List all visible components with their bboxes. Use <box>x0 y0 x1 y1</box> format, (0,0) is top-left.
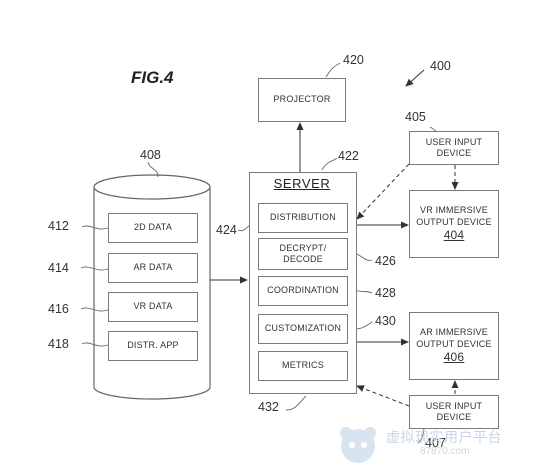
watermark-logo-icon <box>340 427 376 463</box>
server-module-ref-428: 428 <box>375 286 396 300</box>
ar-immersive-output-device: AR IMMERSIVE OUTPUT DEVICE 406 <box>409 312 499 380</box>
db-item-ref-418: 418 <box>48 337 69 351</box>
module-label-line: DECODE <box>283 254 323 264</box>
device-label-line: DEVICE <box>436 412 472 422</box>
module-label-line: DECRYPT/ <box>279 242 327 253</box>
figure-ref-number: 400 <box>430 59 451 73</box>
vr-immersive-output-device: VR IMMERSIVE OUTPUT DEVICE 404 <box>409 190 499 258</box>
server-module-metrics: METRICS <box>258 351 348 381</box>
db-item-distr-app: DISTR. APP <box>108 331 198 361</box>
db-item-2d-data: 2D DATA <box>108 213 198 243</box>
device-label-line: OUTPUT DEVICE <box>416 216 492 227</box>
server-module-ref-426: 426 <box>375 254 396 268</box>
device-label-line: DEVICE <box>436 148 472 158</box>
server-module-coordination: COORDINATION <box>258 276 348 306</box>
user-input-device-top: USER INPUT DEVICE <box>409 131 499 165</box>
projector-box: PROJECTOR <box>258 78 346 122</box>
device-label-line: OUTPUT DEVICE <box>416 338 492 349</box>
figure-title: FIG.4 <box>131 68 174 87</box>
db-item-vr-data: VR DATA <box>108 292 198 322</box>
user-input-bottom-ref: 407 <box>425 436 446 450</box>
ref-400-arrow <box>405 69 425 87</box>
device-label-line: AR IMMERSIVE <box>420 327 488 338</box>
server-title-text: SERVER <box>273 176 331 191</box>
ar-device-number: 406 <box>443 349 465 364</box>
input-bottom-to-server-arrow <box>356 385 410 407</box>
db-item-ref-412: 412 <box>48 219 69 233</box>
device-label-line: USER INPUT <box>425 136 483 147</box>
db-item-ar-data: AR DATA <box>108 253 198 283</box>
device-label-line: VR IMMERSIVE <box>420 205 488 216</box>
server-module-decrypt-decode: DECRYPT/ DECODE <box>258 238 348 270</box>
watermark-text: 虚拟现实用户平台 <box>386 429 502 445</box>
database-cylinder <box>93 174 211 400</box>
server-module-distribution: DISTRIBUTION <box>258 203 348 233</box>
user-input-top-ref: 405 <box>405 110 426 124</box>
server-module-customization: CUSTOMIZATION <box>258 314 348 344</box>
server-ref: 422 <box>338 149 359 163</box>
watermark-url: 87870.com <box>420 446 470 457</box>
server-title: SERVER <box>249 176 355 191</box>
server-module-ref-424: 424 <box>216 223 237 237</box>
vr-device-number: 404 <box>443 227 465 242</box>
input-top-to-server-arrow <box>356 163 410 220</box>
projector-ref: 420 <box>343 53 364 67</box>
db-item-ref-416: 416 <box>48 302 69 316</box>
server-bottom-ref: 432 <box>258 400 279 414</box>
user-input-device-bottom: USER INPUT DEVICE <box>409 395 499 429</box>
database-ref: 408 <box>140 148 161 162</box>
device-label-line: USER INPUT <box>425 400 483 411</box>
server-module-ref-430: 430 <box>375 314 396 328</box>
db-item-ref-414: 414 <box>48 261 69 275</box>
